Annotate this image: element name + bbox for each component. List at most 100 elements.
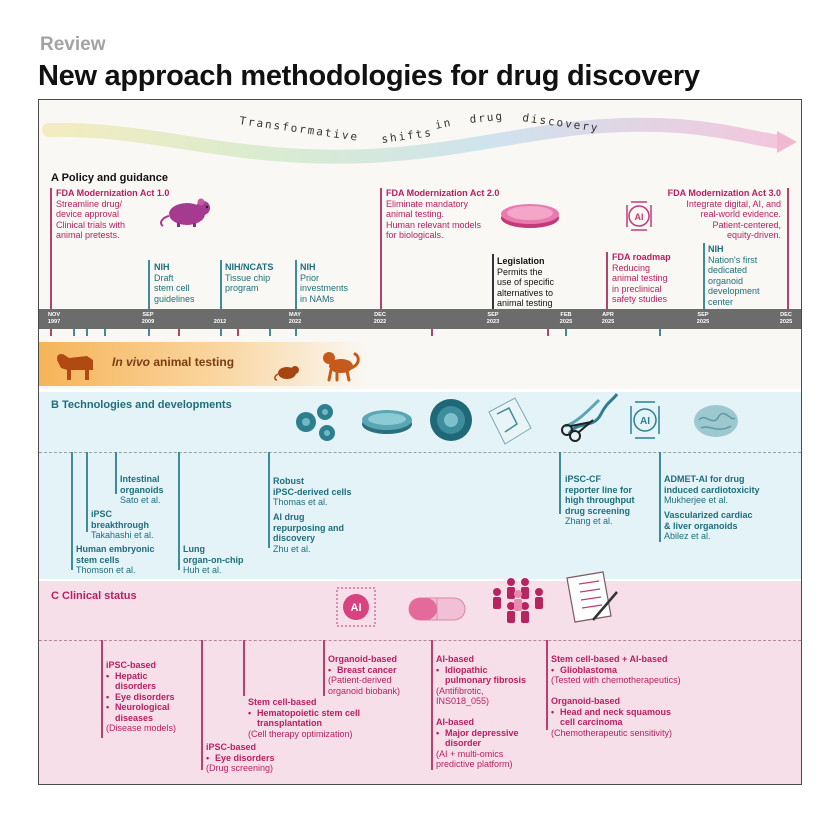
roadmap-line	[606, 252, 608, 310]
patients-icon	[493, 578, 543, 623]
act3-text: Patient-centered,	[712, 219, 781, 230]
nih3-title: NIH	[708, 244, 724, 254]
ipsc-ref: Takahashi et al.	[91, 530, 154, 540]
ai-mdd-item: disorder	[445, 738, 482, 748]
organ-chip-icon	[488, 397, 532, 445]
act1-text: animal pretests.	[56, 230, 120, 240]
roadmap-text: in preclinical	[612, 283, 662, 294]
embryonic-title: Human embryonic	[76, 544, 155, 554]
ipsc-disease-item: Eye disorders	[106, 692, 176, 703]
embryonic-line	[71, 452, 73, 570]
organoid-note: organoid biobank)	[328, 685, 401, 696]
lung-ref: Huh et al.	[183, 565, 222, 575]
timeline-mark	[295, 329, 297, 336]
ai-mdd-title: AI-based	[436, 717, 475, 727]
legislation-text: alternatives to	[497, 287, 554, 298]
act1-text: Clinical trials with	[56, 219, 126, 230]
timeline-mark	[104, 329, 106, 336]
ipsc-eye-title: iPSC-based	[206, 742, 257, 752]
embryonic-title: stem cells	[76, 554, 120, 565]
stemcell-block: Stem cell-based Hematopoietic stem cell …	[248, 697, 360, 739]
legislation-title: Legislation	[497, 256, 545, 266]
robust-line	[268, 452, 270, 548]
act1-text: Streamline drug/	[56, 198, 123, 209]
vasc-title: Vascularized cardiac	[664, 510, 753, 520]
ncats-line	[220, 260, 222, 310]
timeline-mark	[431, 329, 433, 336]
nih3-text: dedicated	[708, 265, 748, 275]
organoid-note: (Patient-derived	[328, 675, 392, 685]
nih2-line	[295, 260, 297, 310]
banner-word: drug	[469, 109, 505, 126]
in-vivo-rest: animal testing	[150, 355, 235, 369]
act3-block: FDA Modernization Act 3.0 Integrate digi…	[629, 188, 781, 241]
act2-title: FDA Modernization Act 2.0	[386, 188, 500, 198]
ai-ipf-item: pulmonary fibrosis	[445, 675, 527, 685]
nih2-text: investments	[300, 283, 349, 293]
act3-line	[787, 188, 789, 310]
stem-cells-icon	[296, 404, 335, 441]
ipsccf-line	[559, 452, 561, 514]
timeline-mark	[269, 329, 271, 336]
in-vivo-label: In vivo animal testing	[112, 355, 234, 369]
intestinal-line	[115, 452, 117, 494]
ipsc-eye-block: iPSC-based Eye disorders (Drug screening…	[206, 742, 275, 774]
ipsccf-block: iPSC-CF reporter line for high throughpu…	[565, 474, 634, 527]
dna-scissors-icon	[561, 393, 619, 442]
organoid-icon	[430, 399, 472, 441]
ai-chip-pink-icon: AI	[336, 587, 376, 627]
act2-text: Human relevant models	[386, 219, 482, 230]
lung-block: Lung organ-on-chip Huh et al.	[183, 544, 244, 576]
ipsccf-title: high throughput	[565, 495, 635, 505]
ncats-text: program	[225, 283, 259, 293]
shifts-banner: Transformative shifts in drug discovery	[42, 109, 797, 164]
nih2-text: in NAMs	[300, 293, 335, 304]
act1-line	[50, 188, 52, 310]
ipsc-disease-item: Hepatic	[106, 671, 176, 682]
ai-ipf-note: (Antifibrotic,	[436, 685, 484, 696]
repurpose-title: discovery	[273, 533, 316, 543]
stem-ai-item: Glioblastoma	[551, 665, 681, 676]
section-c-divider	[39, 640, 801, 641]
ipsc-eye-note: (Drug screening)	[206, 763, 274, 773]
shift-wave	[42, 117, 788, 164]
nih1-text: guidelines	[154, 293, 195, 304]
checklist-icon	[566, 571, 618, 623]
timeline-tick: 2012	[213, 318, 227, 325]
organoid-block: Organoid-based Breast cancer (Patient-de…	[328, 654, 400, 696]
nih2-title: NIH	[300, 262, 316, 272]
ipsc-disease-item: Neurological	[106, 702, 176, 713]
cardiac-organoid-icon	[694, 405, 738, 437]
legislation-text: use of specific	[497, 277, 555, 287]
ai-chip-teal-icon: AI	[630, 401, 660, 439]
roadmap-text: Reducing	[612, 262, 651, 273]
stem-ai-note: (Tested with chemotherapeutics)	[551, 675, 681, 685]
culture-dish-icon	[362, 410, 412, 434]
robust-title: iPSC-derived cells	[273, 486, 352, 497]
stem-ai-line	[546, 640, 548, 730]
act3-text: Integrate digital, AI, and	[686, 198, 781, 209]
banner-word: shifts	[381, 126, 434, 146]
legislation-block: Legislation Permits the use of specific …	[497, 256, 554, 309]
ipsccf-ref: Zhang et al.	[565, 516, 613, 526]
repurpose-title: AI drug	[273, 512, 305, 522]
act3-text: equity-driven.	[726, 230, 781, 240]
repurpose-ref: Zhu et al.	[273, 543, 311, 554]
nih1-text: stem cell	[154, 283, 190, 293]
vasc-block: Vascularized cardiac & liver organoids A…	[664, 510, 753, 542]
nih2-block: NIH Prior investments in NAMs	[300, 262, 348, 304]
act2-line	[380, 188, 382, 310]
ai-chip-icon: AI	[626, 201, 652, 231]
roadmap-title: FDA roadmap	[612, 252, 671, 262]
intestinal-title: Intestinal	[120, 474, 160, 484]
section-b-divider	[39, 452, 801, 453]
admet-block: ADMET-AI for drug induced cardiotoxicity…	[664, 474, 760, 506]
act3-text: real-world evidence.	[700, 209, 781, 219]
ai-line	[431, 640, 433, 770]
intestinal-block: Intestinal organoids Sato et al.	[120, 474, 164, 506]
timeline-mark	[148, 329, 150, 336]
timeline-mark	[237, 329, 239, 336]
